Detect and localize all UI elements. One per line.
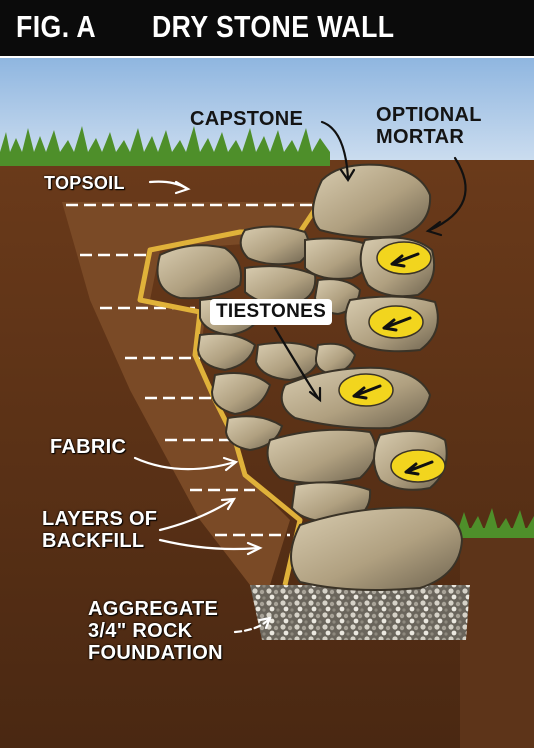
tiestones-leader	[273, 326, 320, 400]
leader-lines	[133, 120, 467, 634]
figure-title: DRY STONE WALL	[152, 9, 395, 44]
grass-left	[0, 126, 330, 166]
tiestone-markers	[338, 241, 446, 483]
figure-label: FIG. A	[16, 9, 97, 44]
backfill-leader-2	[158, 538, 260, 551]
optional-mortar-label: OPTIONAL MORTAR	[376, 104, 482, 148]
aggregate-leader	[233, 618, 270, 634]
capstone-leader	[320, 120, 350, 180]
tiestones-leader-head	[308, 386, 322, 403]
stone	[266, 428, 377, 484]
stone	[156, 244, 242, 300]
backfill-leader-1-head	[220, 497, 237, 511]
mortar-leader-head	[425, 220, 443, 237]
stone	[290, 506, 464, 591]
topsoil-leader-head	[174, 180, 191, 195]
tiestones-label: TIESTONES	[210, 299, 333, 325]
tiestone-marker	[368, 305, 424, 339]
aggregate-foundation-label: AGGREGATE 3/4" ROCK FOUNDATION	[88, 598, 223, 664]
capstone-label: CAPSTONE	[190, 108, 304, 130]
capstone-leader-head	[339, 168, 356, 183]
fabric-label: FABRIC	[50, 436, 127, 458]
backfill-leader-1	[158, 498, 234, 532]
capstone	[312, 163, 432, 239]
layers-of-backfill-label: LAYERS OF BACKFILL	[42, 508, 158, 552]
ground-right	[460, 538, 534, 748]
stone	[210, 372, 272, 416]
fabric-leader-head	[222, 456, 239, 472]
stone	[239, 225, 310, 266]
stone	[254, 341, 322, 382]
tiestone-marker	[390, 449, 446, 483]
aggregate-foundation	[250, 585, 470, 640]
aggregate-leader-head	[258, 616, 272, 630]
backfill-layer-lines	[66, 203, 315, 537]
stone	[196, 332, 257, 372]
backfill-leader-2-head	[246, 541, 263, 556]
figure-header: FIG. A DRY STONE WALL	[0, 0, 534, 58]
topsoil-label: TOPSOIL	[44, 173, 125, 193]
wall-cross-section	[0, 58, 534, 748]
tiestone-marker	[338, 373, 394, 407]
fabric-leader	[133, 456, 237, 471]
mortar-leader	[428, 156, 467, 232]
tiestone-marker	[376, 241, 432, 275]
